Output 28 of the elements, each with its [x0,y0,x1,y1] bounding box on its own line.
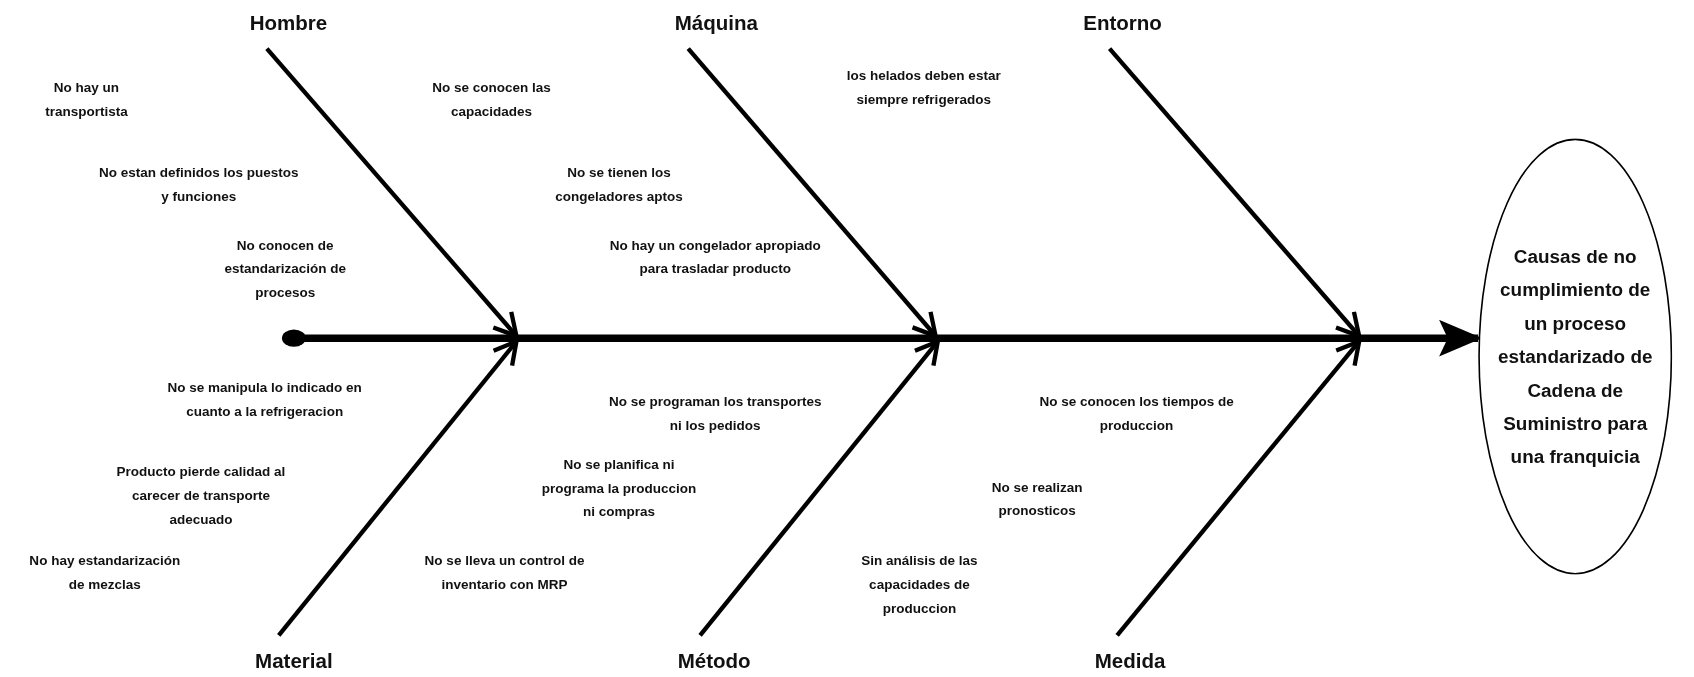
cause-text: No se programan los transportes ni los pedidos [608,393,823,436]
category-label: Entorno [1083,11,1162,36]
cause-text: Sin análisis de las capacidades de produccion [860,552,979,618]
cause-text: No hay un transportista [44,78,129,121]
cause-text: No se manipula lo indicado en cuanto a la refrigeracion [167,379,362,422]
category-label: Medida [1094,649,1166,674]
cause-text: No se lleva un control de inventario con MRP [423,552,586,595]
cause-text: No se realizan pronosticos [990,478,1084,521]
bone-arrow [698,339,940,637]
cause-text: Producto pierde calidad al carecer de transporte adecuado [115,463,287,530]
cause-text: No hay estandarización de mezclas [29,552,181,595]
bone-arrow [1115,339,1362,637]
bone-arrow [277,339,519,637]
cause-text: No hay un congelador apropiado para trasladar producto [608,236,822,279]
category-label: Máquina [674,11,758,36]
effect-text: Causas de no cumplimiento de un proceso estandarizado de Cadena de Suministro para una franquicia [1497,243,1654,470]
cause-text: No se tienen los congeladores aptos [554,164,684,207]
cause-text: No se planifica ni programa la produccion ni compras [540,456,698,522]
effect-oval [1478,138,1673,575]
start-dot [282,329,306,347]
cause-text: No conocen de estandarización de procesos [223,236,347,303]
cause-text: los helados deben estar siempre refrigerados [845,67,1002,109]
category-label: Hombre [249,11,328,36]
cause-text: No se conocen los tiempos de produccion [1038,393,1235,436]
cause-text: No estan definidos los puestos y funciones [98,164,300,207]
category-label: Material [255,649,333,674]
cause-text: No se conocen las capacidades [431,78,552,121]
category-label: Método [677,649,751,674]
